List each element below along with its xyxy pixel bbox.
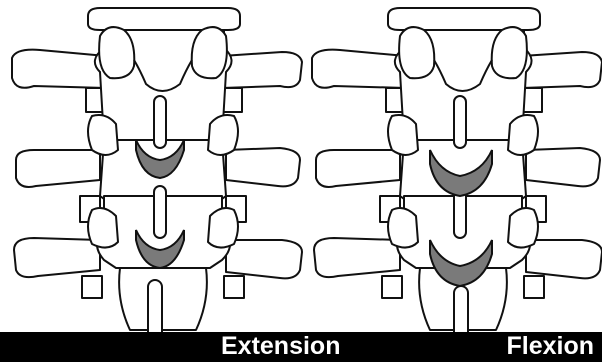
spinous-process-upper bbox=[454, 96, 466, 148]
spinous-process-upper bbox=[154, 96, 166, 148]
flexion-panel bbox=[312, 8, 602, 340]
spinous-process-middle bbox=[154, 186, 166, 238]
spinous-process-lower bbox=[148, 280, 162, 340]
extension-label: Extension bbox=[221, 332, 340, 360]
spinous-process-lower bbox=[454, 286, 468, 340]
extension-panel bbox=[12, 8, 302, 340]
flexion-label: Flexion bbox=[506, 332, 594, 360]
